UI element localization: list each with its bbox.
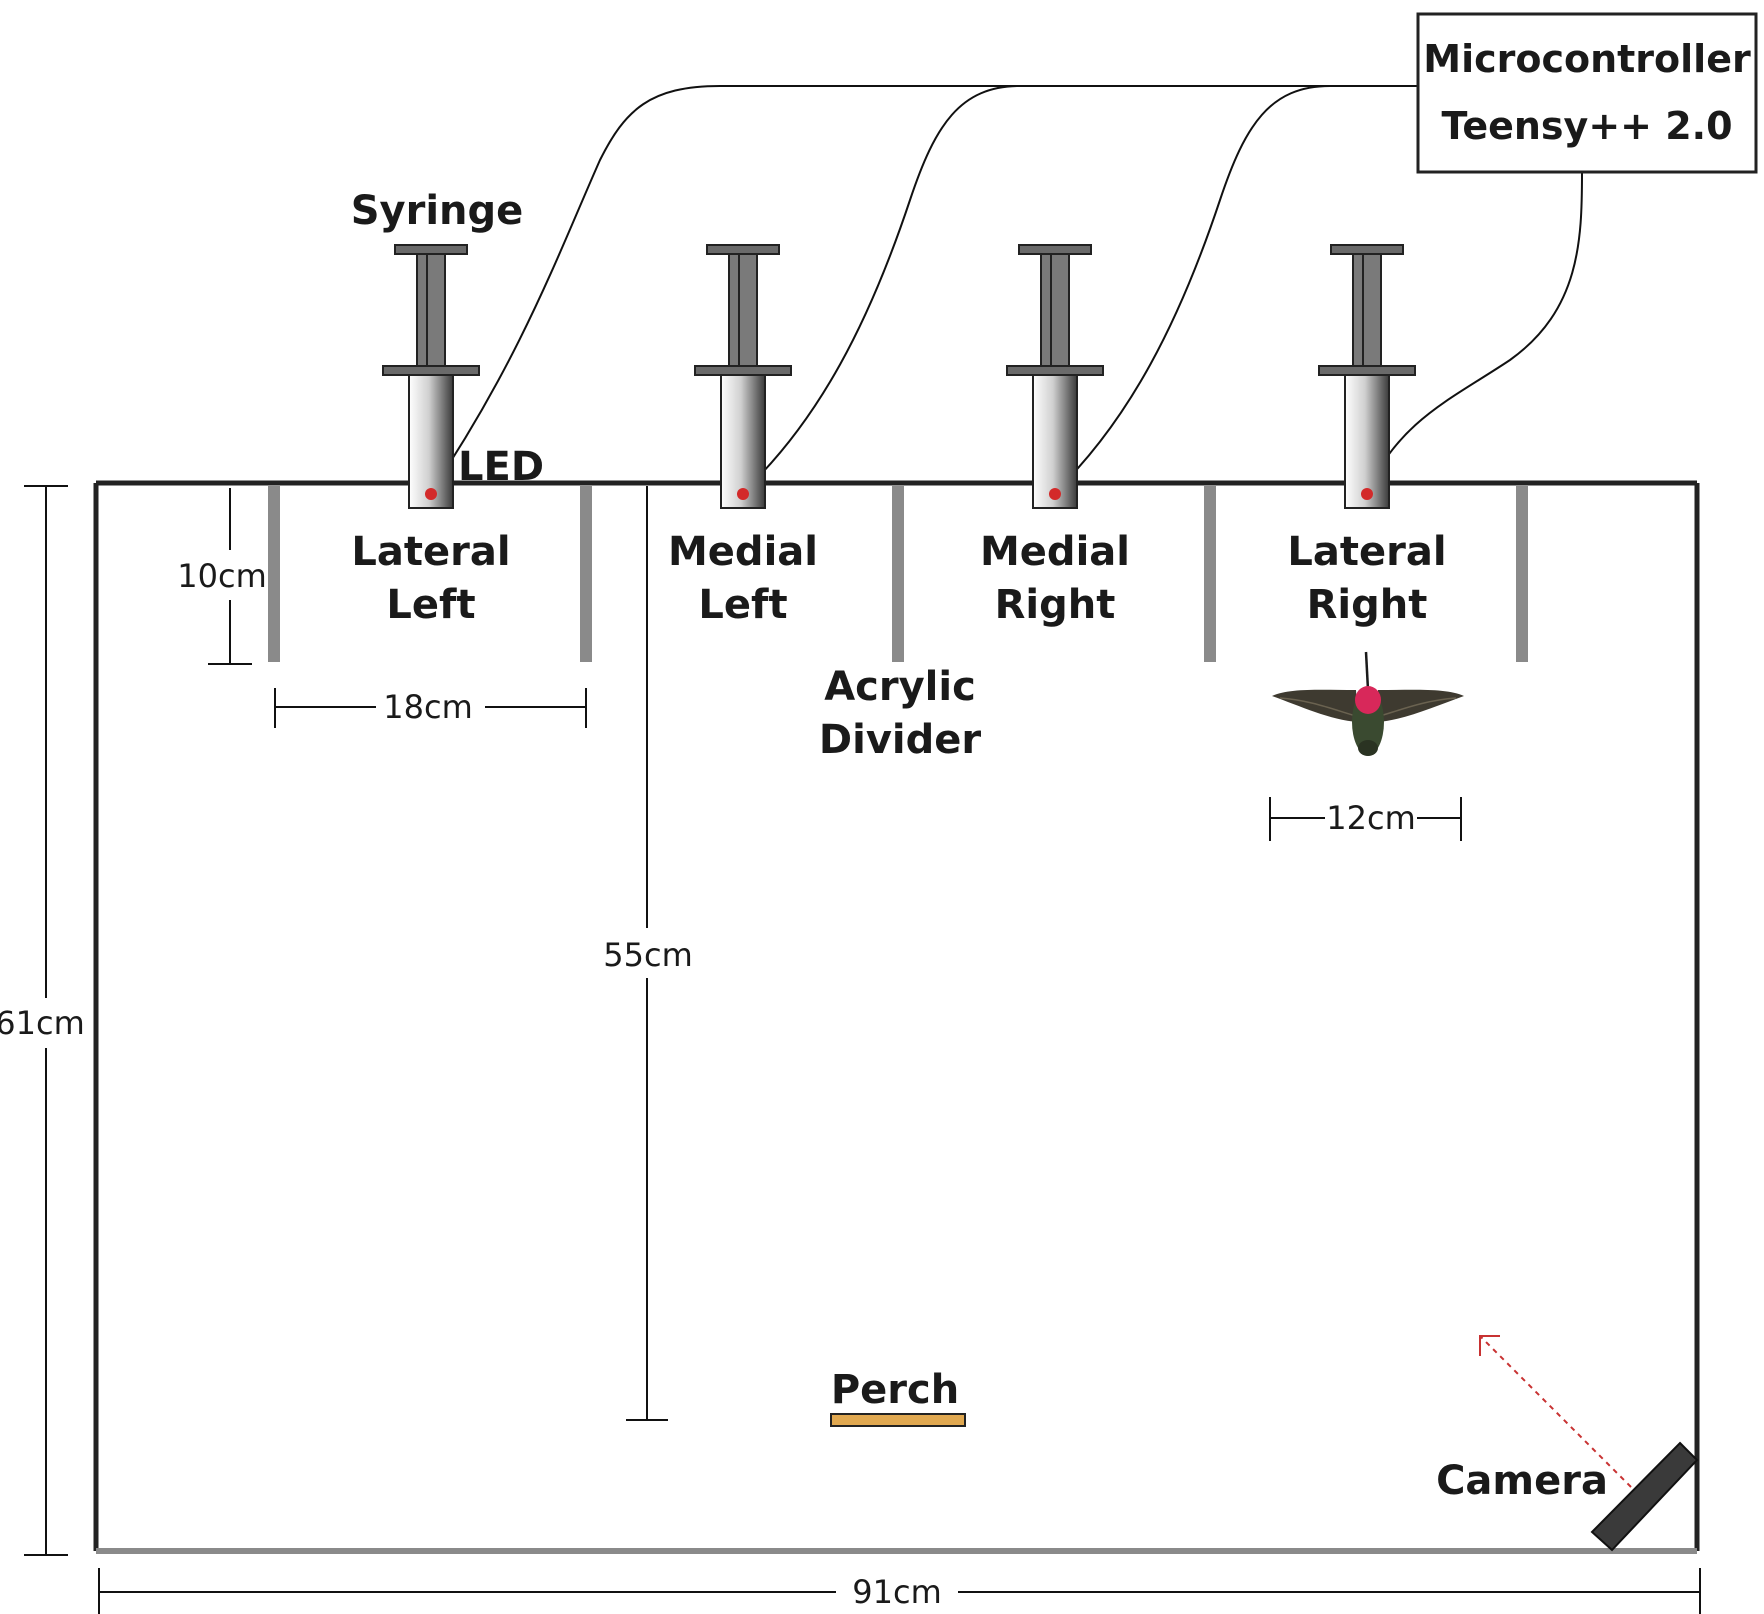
chamber-labels: Lateral Left Medial Left Medial Right La… (351, 529, 1446, 628)
dim-box-width (98, 1568, 1701, 1614)
perch (830, 1413, 966, 1427)
enclosure (93, 480, 1700, 1554)
syringe-2 (694, 244, 792, 509)
perch-label: Perch (831, 1367, 959, 1413)
microcontroller-box: Microcontroller Teensy++ 2.0 (1416, 12, 1758, 174)
led-3 (1049, 488, 1061, 500)
divider-2 (580, 486, 592, 662)
wire-lateral-left (429, 85, 1418, 494)
dim-perch-distance (626, 486, 668, 1421)
dim-box-width-label: 91cm (852, 1573, 941, 1611)
divider-5 (1516, 486, 1528, 662)
chamber-2-line2: Left (698, 582, 787, 628)
chamber-1-line1: Lateral (351, 529, 510, 575)
microcontroller-label: Microcontroller (1423, 37, 1751, 81)
dim-bird-wingspan (1269, 797, 1462, 841)
syringe-label: Syringe (351, 188, 524, 234)
chamber-3-line2: Right (995, 582, 1116, 628)
acrylic-divider-label-line2: Divider (819, 717, 981, 763)
syringe-1 (382, 244, 480, 509)
wire-medial-right (1053, 85, 1418, 494)
chamber-4-line2: Right (1307, 582, 1428, 628)
chamber-4-line1: Lateral (1287, 529, 1446, 575)
camera-label: Camera (1436, 1458, 1608, 1504)
syringe-4 (1318, 244, 1416, 509)
divider-3 (892, 486, 904, 662)
divider-1 (268, 486, 280, 662)
camera-icon (1590, 1441, 1699, 1552)
dim-box-height-label: 61cm (0, 1004, 85, 1042)
divider-4 (1204, 486, 1216, 662)
hummingbird-icon (1272, 651, 1464, 756)
dim-bird-wingspan-label: 12cm (1326, 799, 1415, 837)
chamber-3-line1: Medial (980, 529, 1130, 575)
dim-chamber-width (274, 688, 587, 728)
acrylic-dividers (268, 486, 1528, 662)
led-2 (737, 488, 749, 500)
camera-view-arrow (1479, 1335, 1632, 1488)
microcontroller-model-label: Teensy++ 2.0 (1441, 104, 1732, 148)
acrylic-divider-label-line1: Acrylic (824, 664, 976, 710)
led-1 (425, 488, 437, 500)
led-label: LED (458, 444, 544, 490)
dim-divider-depth-label: 10cm (177, 557, 266, 595)
wire-medial-left (741, 85, 1418, 494)
dim-perch-distance-label: 55cm (603, 936, 692, 974)
dim-box-height (24, 485, 68, 1556)
led-4 (1361, 488, 1373, 500)
chamber-2-line1: Medial (668, 529, 818, 575)
syringe-3 (1006, 244, 1104, 509)
dim-divider-depth (208, 488, 252, 665)
wire-lateral-right (1365, 171, 1583, 494)
chamber-1-line2: Left (386, 582, 475, 628)
wires (429, 85, 1583, 494)
dim-chamber-width-label: 18cm (383, 688, 472, 726)
